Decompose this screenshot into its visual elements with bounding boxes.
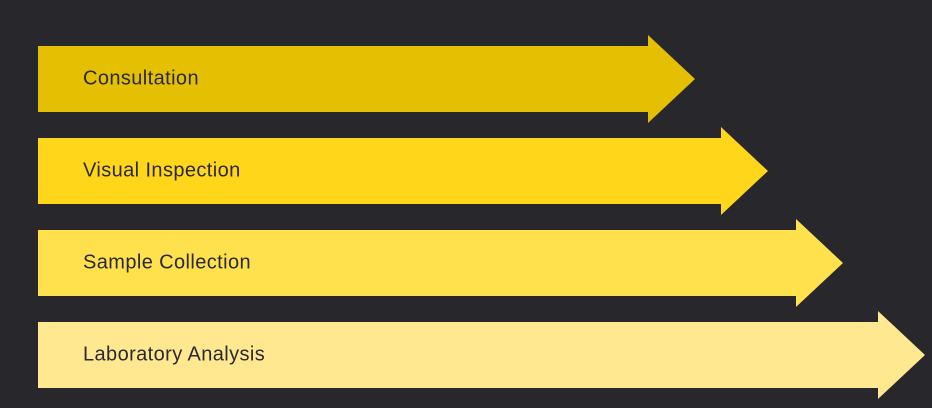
arrow-shape xyxy=(38,127,768,215)
arrow-shape xyxy=(38,35,695,123)
arrow-shape xyxy=(38,219,843,307)
process-step: Consultation xyxy=(38,35,695,123)
process-step-label: Visual Inspection xyxy=(83,159,241,182)
process-step: Laboratory Analysis xyxy=(38,311,925,399)
arrow-polygon xyxy=(38,219,843,307)
process-step: Sample Collection xyxy=(38,219,843,307)
process-step-label: Sample Collection xyxy=(83,251,251,274)
process-step-label: Consultation xyxy=(83,67,199,90)
arrow-polygon xyxy=(38,311,925,399)
arrow-shape xyxy=(38,311,925,399)
process-step-label: Laboratory Analysis xyxy=(83,343,266,366)
arrow-polygon xyxy=(38,35,695,123)
arrow-polygon xyxy=(38,127,768,215)
process-step: Visual Inspection xyxy=(38,127,768,215)
